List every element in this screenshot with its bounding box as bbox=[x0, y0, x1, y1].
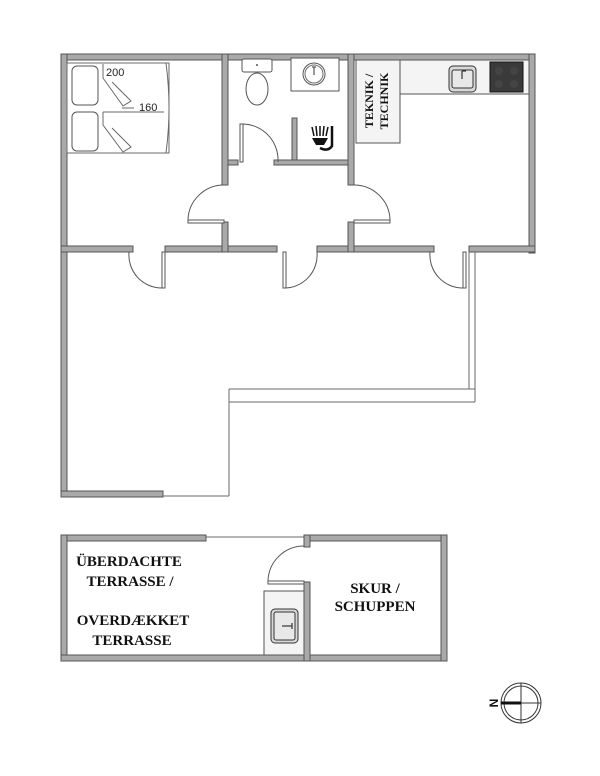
terrace-label-line2: TERRASSE / bbox=[86, 574, 174, 590]
stove-icon bbox=[489, 61, 524, 93]
living-area-outline bbox=[163, 252, 476, 497]
shower-icon bbox=[311, 125, 334, 151]
kitchen-sink-icon bbox=[448, 65, 477, 93]
bathroom-door[interactable] bbox=[239, 123, 279, 163]
pillow-top bbox=[71, 65, 99, 106]
terrace-label-line1: ÜBERDACHTE bbox=[76, 553, 182, 570]
technik-label-line1: TEKNIK / bbox=[362, 73, 376, 128]
bed-width-label: 160 bbox=[139, 102, 157, 114]
double-bed: 200 160 bbox=[66, 62, 170, 154]
shed-label-line1: SKUR / bbox=[350, 581, 400, 597]
terrace-label-line3: OVERDÆKKET bbox=[77, 613, 190, 629]
compass-north-label: N bbox=[487, 699, 501, 708]
pillow-bottom bbox=[71, 111, 99, 152]
living-door-left[interactable] bbox=[128, 251, 166, 289]
shed-label: SKUR / SCHUPPEN bbox=[335, 581, 416, 615]
compass-north-icon: N bbox=[487, 682, 542, 724]
bed-length-label: 200 bbox=[106, 67, 124, 79]
terrace-label: ÜBERDACHTE TERRASSE / OVERDÆKKET TERRASS… bbox=[76, 553, 189, 649]
washbasin-icon bbox=[290, 57, 340, 92]
toilet-icon bbox=[241, 58, 273, 106]
shed-label-line2: SCHUPPEN bbox=[335, 599, 416, 615]
technik-cabinet bbox=[355, 59, 401, 144]
living-door-right[interactable] bbox=[429, 251, 467, 289]
doors bbox=[128, 123, 467, 289]
terrace-label-line4: TERRASSE bbox=[92, 633, 171, 649]
kitchen-door[interactable] bbox=[353, 184, 391, 224]
outbuilding-walls bbox=[60, 534, 448, 662]
kitchen: TEKNIK / TECHNIK bbox=[355, 59, 530, 144]
interior-walls bbox=[221, 53, 355, 253]
bedroom-door[interactable] bbox=[187, 184, 225, 224]
living-door-center[interactable] bbox=[282, 251, 318, 289]
shed-door[interactable] bbox=[267, 545, 305, 585]
technik-label-line2: TECHNIK bbox=[377, 72, 391, 129]
main-house-walls bbox=[60, 53, 536, 498]
outdoor-sink bbox=[263, 590, 305, 656]
bathroom-fixtures bbox=[241, 57, 340, 151]
